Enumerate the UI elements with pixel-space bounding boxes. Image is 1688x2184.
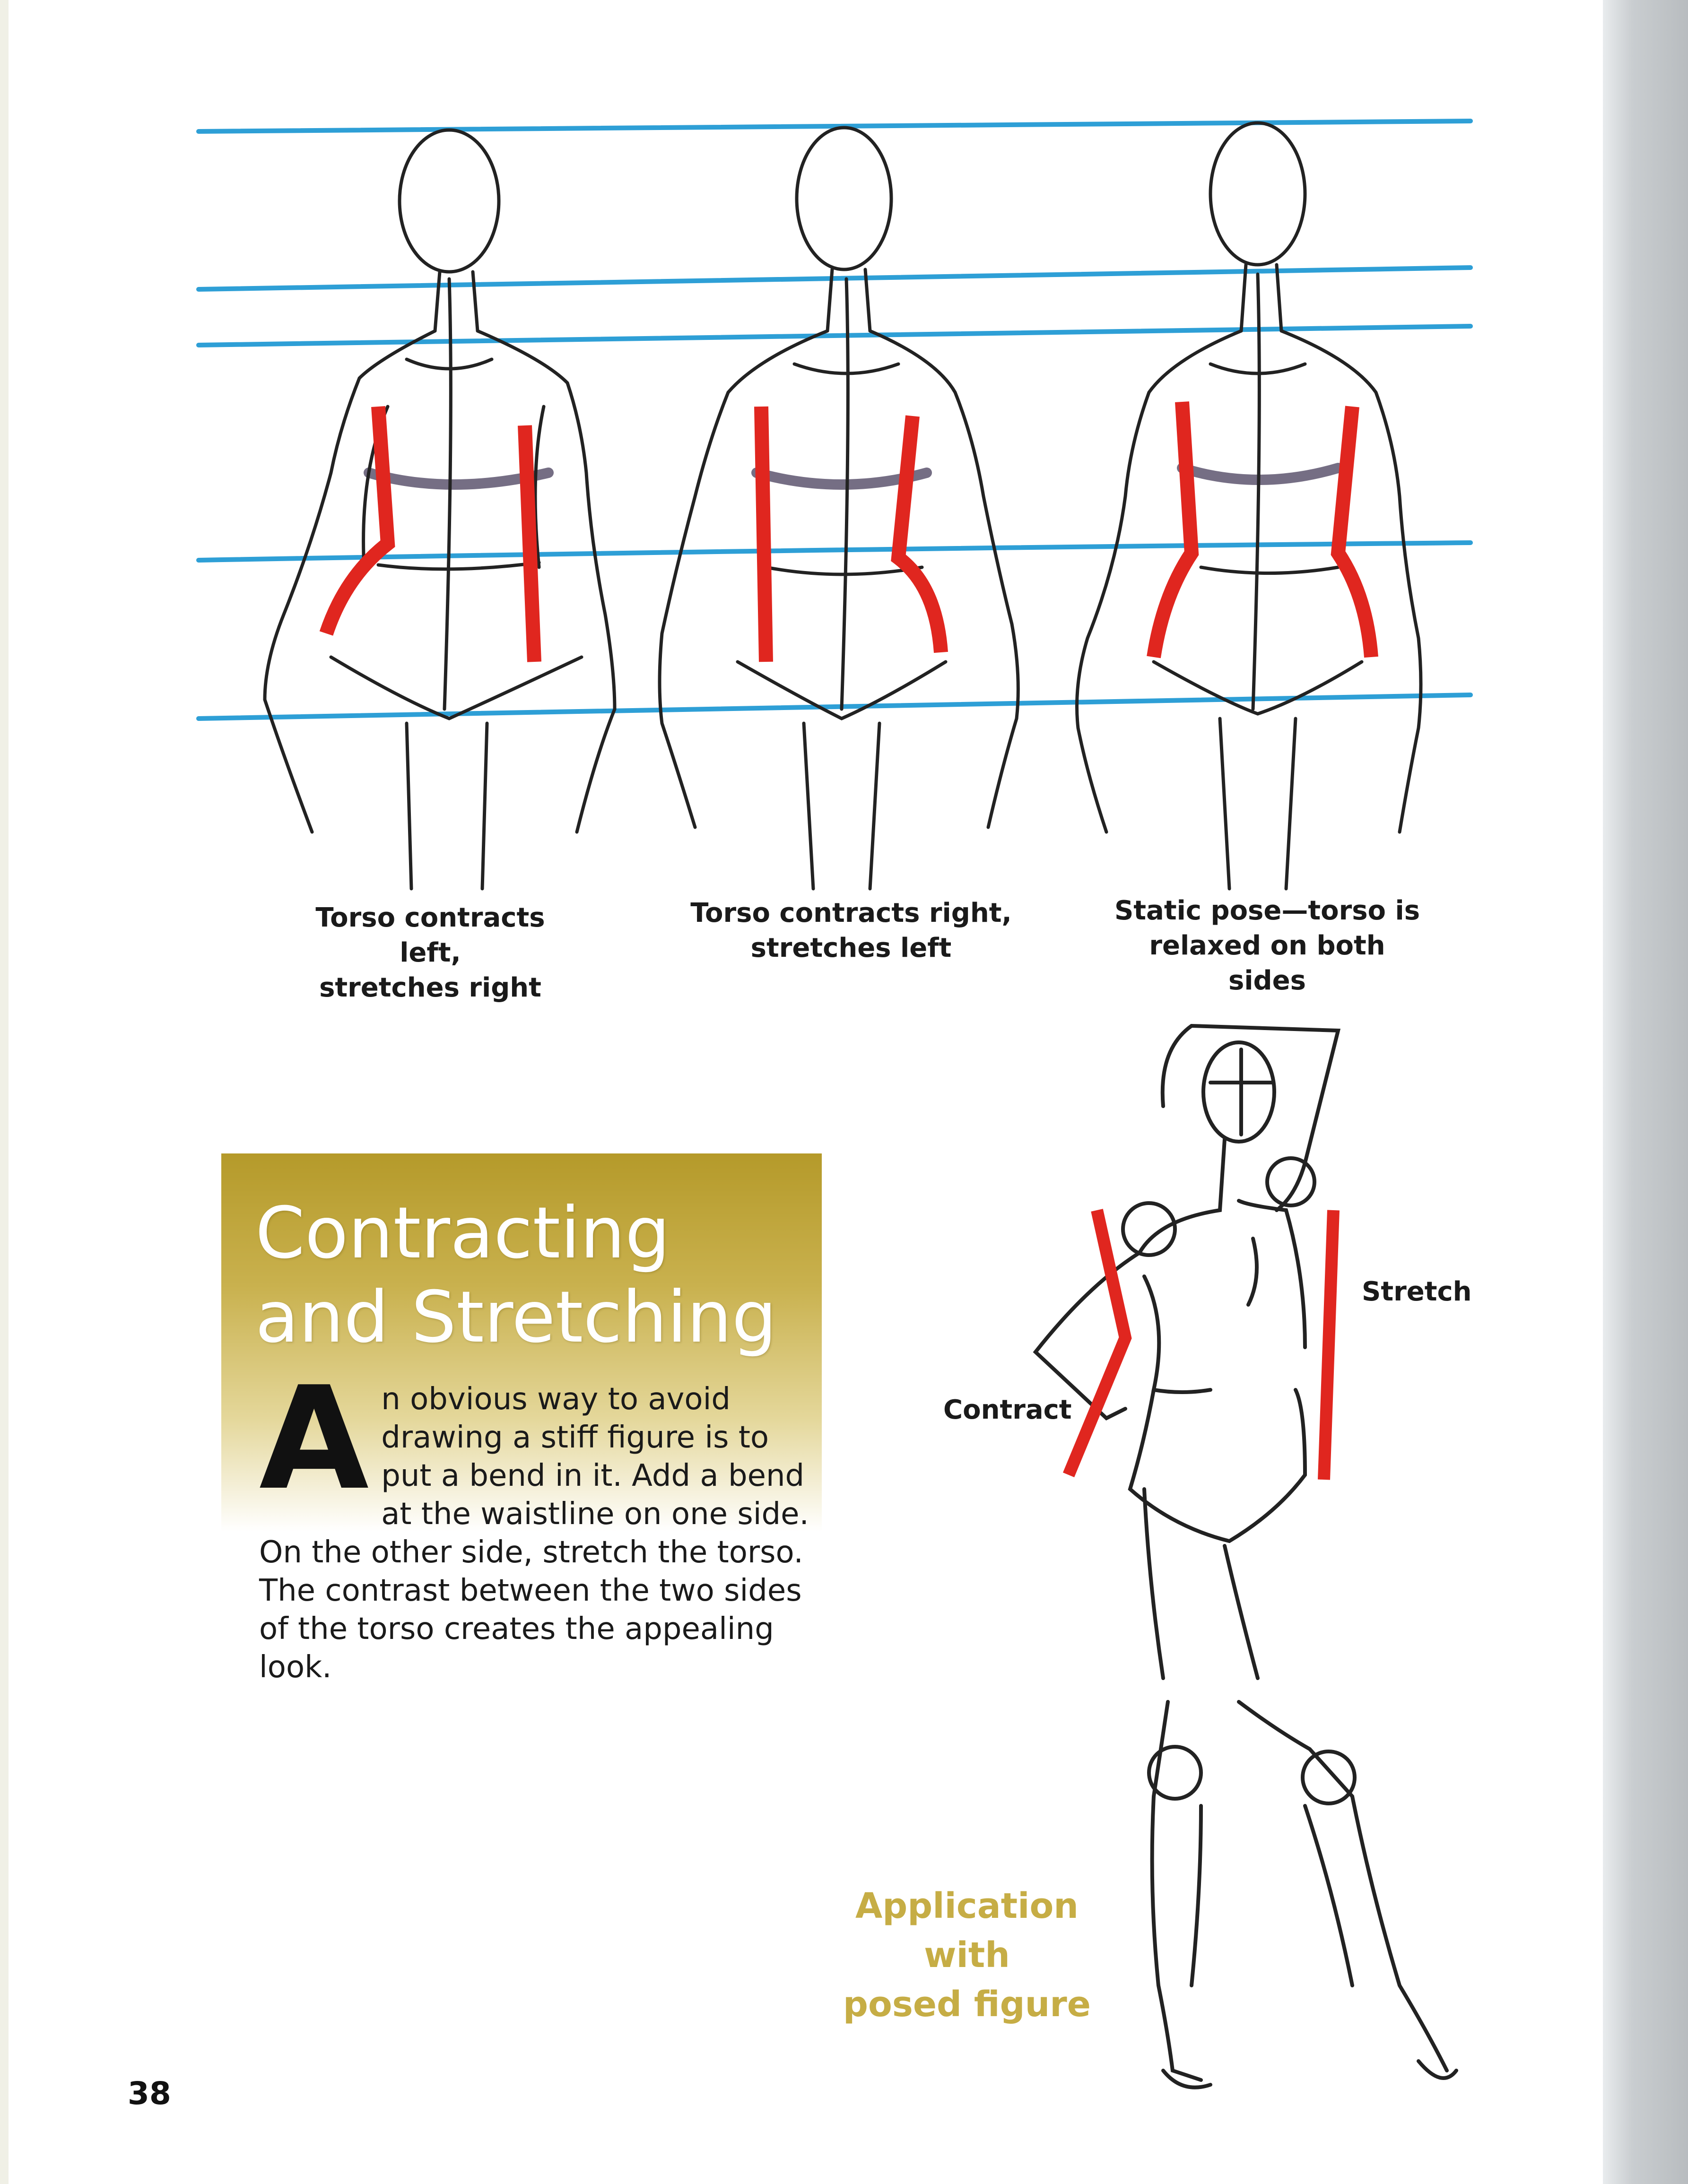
caption-figure-2: Torso contracts right, stretches left <box>690 898 1012 963</box>
drop-cap: A <box>259 1356 369 1521</box>
blue-guide-lines <box>196 119 1473 721</box>
figure2-red-highlights <box>754 406 948 662</box>
article-body-text: n obvious way to avoid drawing a stiff f… <box>259 1382 809 1685</box>
label-contract: Contract <box>943 1395 1072 1425</box>
label-stretch: Stretch <box>1362 1276 1472 1307</box>
posed-figure-red-highlights <box>1062 1209 1340 1480</box>
page-edge <box>0 0 9 2184</box>
title-line-1: Contracting <box>255 1192 670 1274</box>
figure-static-pose <box>1075 121 1423 891</box>
article-title: Contracting and Stretching <box>255 1191 823 1360</box>
caption-figure-1: Torso contracts left, stretches right <box>315 902 545 1003</box>
title-banner <box>221 1153 822 1532</box>
posed-figure-sketch <box>1033 1023 1458 2089</box>
page-number: 38 <box>128 2075 171 2112</box>
book-gutter-shadow <box>1603 0 1688 2184</box>
figure-torso-contracts-left <box>263 128 617 891</box>
figure3-red-highlights <box>1147 401 1378 659</box>
figure1-red-highlights <box>319 406 541 662</box>
figure-torso-contracts-right <box>658 126 1020 891</box>
caption-posed-figure: Application with posed figure <box>843 1886 1091 2025</box>
caption-figure-3: Static pose—torso is relaxed on both sid… <box>1114 895 1420 996</box>
title-line-2: and Stretching <box>255 1276 777 1359</box>
